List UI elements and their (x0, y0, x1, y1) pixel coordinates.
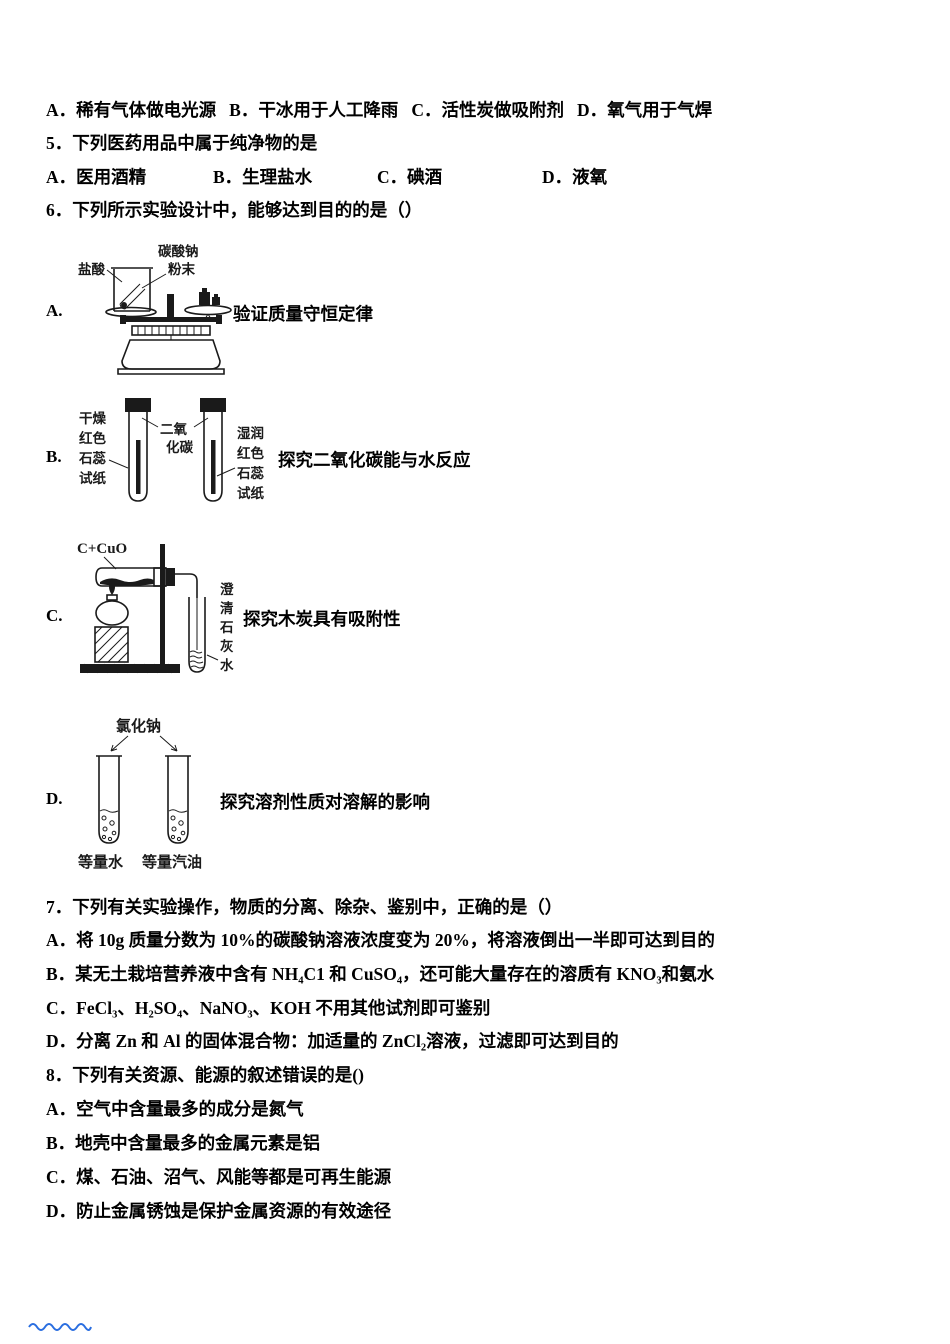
svg-text:石蕊: 石蕊 (78, 450, 106, 466)
q6-option-a-letter: A. (46, 301, 63, 320)
svg-text:试纸: 试纸 (79, 470, 106, 486)
svg-text:灰: 灰 (220, 638, 234, 654)
q5-option-b: B．生理盐水 (213, 167, 313, 187)
q6-option-d-caption: 探究溶剂性质对溶解的影响 (220, 792, 430, 812)
svg-text:清: 清 (220, 600, 234, 616)
charcoal-heating-diagram: C+CuO (77, 541, 234, 674)
svg-text:石蕊: 石蕊 (236, 465, 264, 481)
gasoline-test-tube (165, 755, 191, 844)
q8-option-c: C．煤、石油、沼气、风能等都是可再生能源 (46, 1167, 392, 1187)
q6-option-b-caption: 探究二氧化碳能与水反应 (278, 450, 471, 470)
q8-option-a: A．空气中含量最多的成分是氮气 (46, 1099, 304, 1119)
q4-option-b: B．干冰用于人工降雨 (229, 100, 399, 120)
q6-option-a-caption: 验证质量守恒定律 (233, 304, 373, 324)
balance-labels: 盐酸 碳酸钠 粉末 (78, 243, 199, 289)
q5-option-c: C．碘酒 (377, 167, 443, 187)
svg-text:试纸: 试纸 (237, 485, 264, 501)
q7-stem: 7．下列有关实验操作，物质的分离、除杂、鉴别中，正确的是（） (46, 897, 563, 917)
q6-option-b-letter: B. (46, 447, 62, 466)
alcohol-lamp (95, 579, 129, 626)
q5-option-d: D．液氧 (542, 167, 608, 187)
powder-label: 粉末 (168, 261, 195, 277)
q8-stem: 8．下列有关资源、能源的叙述错误的是() (46, 1065, 364, 1085)
delivery-tube (175, 573, 198, 650)
svg-text:化碳: 化碳 (166, 439, 193, 455)
blue-squiggle-path (28, 1323, 92, 1331)
svg-text:红色: 红色 (237, 445, 264, 461)
moist-litmus-label: 湿润 红色 石蕊 试纸 (216, 425, 264, 501)
q5-stem: 5．下列医药用品中属于纯净物的是 (46, 133, 318, 153)
sodium-chloride-label: 氯化钠 (110, 717, 178, 752)
litmus-tubes-diagram: 干燥 红色 石蕊 试纸 二氧 化碳 湿润 红色 石蕊 试纸 (78, 398, 264, 502)
svg-text:干燥: 干燥 (79, 410, 106, 426)
q7-option-b: B．某无土栽培营养液中含有 NH₄C1 和 CuSO₄，还可能大量存在的溶质有 … (46, 964, 715, 984)
q4-option-c: C．活性炭做吸附剂 (411, 100, 564, 120)
sodium-carbonate-label: 碳酸钠 (158, 243, 199, 259)
solubility-tubes-diagram: 氯化钠 等量水 等量汽油 (78, 717, 202, 871)
limewater-label: 澄 清 石 灰 水 (206, 581, 234, 673)
equal-gasoline-label: 等量汽油 (142, 853, 202, 871)
svg-text:红色: 红色 (79, 430, 106, 446)
q4-option-a: A．稀有气体做电光源 (46, 100, 217, 120)
blue-squiggle-mark (28, 1323, 92, 1331)
equal-water-label: 等量水 (78, 853, 124, 871)
q7-option-c: C．FeCl₃、H₂SO₄、NaNO₃、KOH 不用其他试剂即可鉴别 (46, 998, 491, 1018)
svg-text:石: 石 (219, 620, 234, 635)
q8-option-b: B．地壳中含量最多的金属元素是铝 (46, 1133, 321, 1153)
q6-option-d-letter: D. (46, 789, 63, 808)
carbon-dioxide-label: 二氧 化碳 (141, 417, 209, 455)
water-test-tube (96, 755, 122, 844)
q6-option-c-letter: C. (46, 606, 63, 625)
dry-litmus-label: 干燥 红色 石蕊 试纸 (78, 410, 129, 486)
svg-text:湿润: 湿润 (237, 425, 264, 441)
svg-text:二氧: 二氧 (160, 421, 187, 437)
c-cuo-label: C+CuO (77, 541, 127, 570)
balance-scale-diagram: 盐酸 碳酸钠 粉末 (78, 243, 232, 375)
beaker-with-tube (111, 267, 153, 312)
q7-option-a: A．将 10g 质量分数为 10%的碳酸钠溶液浓度变为 20%，将溶液倒出一半即… (46, 930, 715, 950)
test-tube-left (125, 398, 151, 502)
q6-option-c-caption: 探究木炭具有吸附性 (243, 609, 401, 629)
q4-options-row: A．稀有气体做电光源 B．干冰用于人工降雨 C．活性炭做吸附剂 D．氧气用于气焊 (46, 100, 713, 120)
tube-contents-label: C+CuO (77, 541, 127, 557)
hydrochloric-acid-label: 盐酸 (78, 261, 105, 277)
limewater-tube (188, 597, 206, 673)
support-block (94, 626, 129, 663)
q5-option-a: A．医用酒精 (46, 167, 147, 187)
q6-stem: 6．下列所示实验设计中，能够达到目的的是（） (46, 200, 423, 220)
test-tube-right (200, 398, 226, 502)
balance-body (105, 288, 232, 375)
q8-option-d: D．防止金属锈蚀是保护金属资源的有效途径 (46, 1201, 392, 1221)
svg-text:水: 水 (220, 657, 234, 673)
svg-text:氯化钠: 氯化钠 (116, 717, 161, 735)
q7-option-d: D．分离 Zn 和 Al 的固体混合物：加适量的 ZnCl₂溶液，过滤即可达到目… (46, 1031, 619, 1051)
q4-option-d: D．氧气用于气焊 (576, 100, 713, 120)
svg-text:澄: 澄 (220, 581, 234, 597)
